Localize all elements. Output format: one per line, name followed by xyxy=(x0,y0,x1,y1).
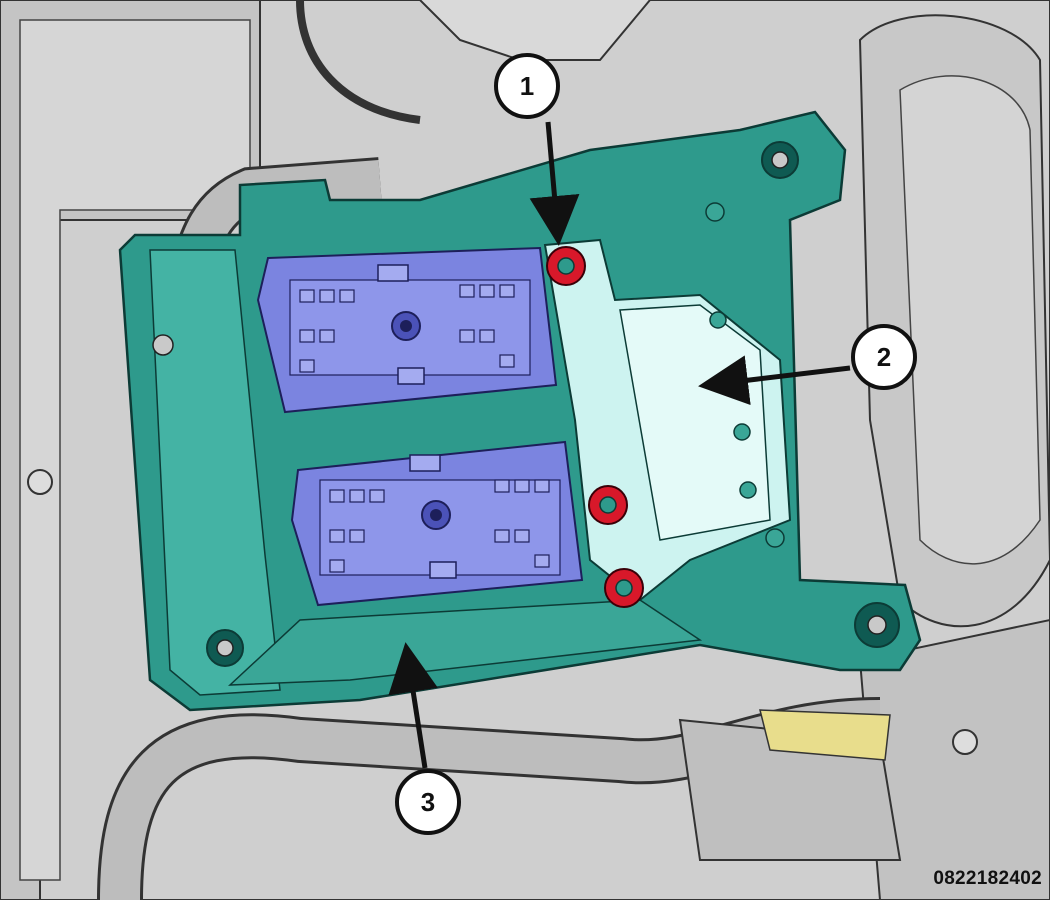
red-nut-top xyxy=(546,246,586,286)
figure-id-label: 0822182402 xyxy=(933,868,1042,889)
callout-3-label: 3 xyxy=(421,787,435,817)
callout-1: 1 xyxy=(494,53,560,119)
red-nut-middle xyxy=(588,485,628,525)
lower-connector xyxy=(290,440,584,607)
callout-2-label: 2 xyxy=(877,342,891,372)
upper-connector xyxy=(256,246,558,414)
callout-3-arrow xyxy=(388,642,438,769)
callout-1-label: 1 xyxy=(520,71,534,101)
callout-1-arrow xyxy=(529,121,580,246)
callout-3: 3 xyxy=(395,769,461,835)
leader-arrows xyxy=(388,121,851,769)
red-nuts xyxy=(546,246,644,608)
red-nut-bottom xyxy=(604,568,644,608)
callout-2: 2 xyxy=(851,324,917,390)
callout-2-arrow xyxy=(698,355,851,406)
